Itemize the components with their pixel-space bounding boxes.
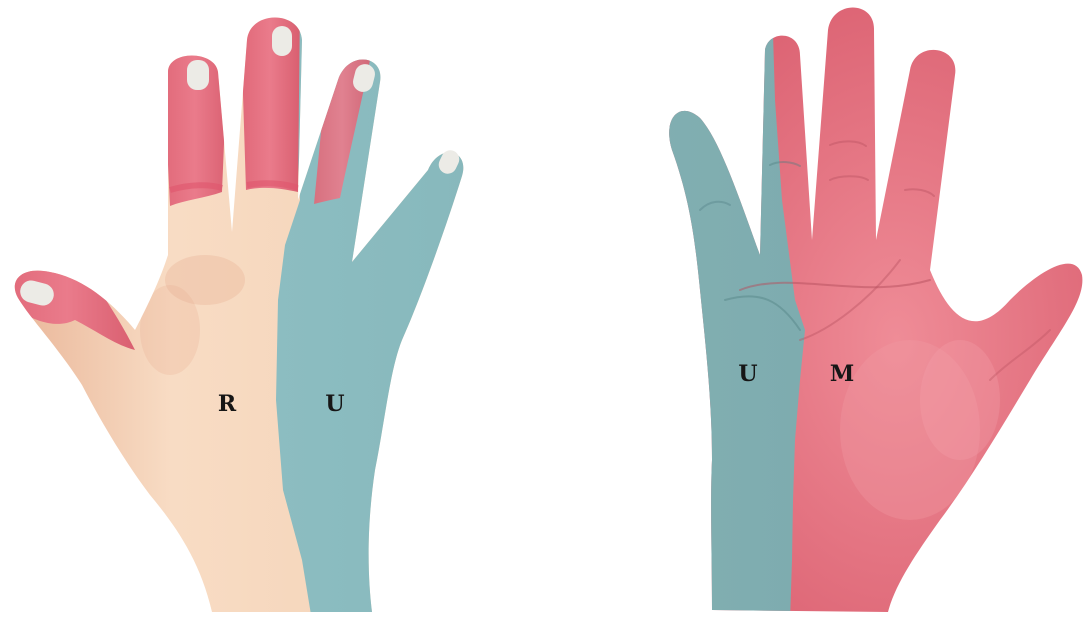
right-label-ulnar: U [738,361,757,387]
left-label-radial: R [218,391,237,417]
left-median-fingertip-middle [240,0,300,192]
left-label-ulnar: U [325,391,344,417]
left-ulnar-region [276,0,1085,621]
right-label-median: M [830,361,854,387]
left-median-fingertip-index [160,0,230,206]
